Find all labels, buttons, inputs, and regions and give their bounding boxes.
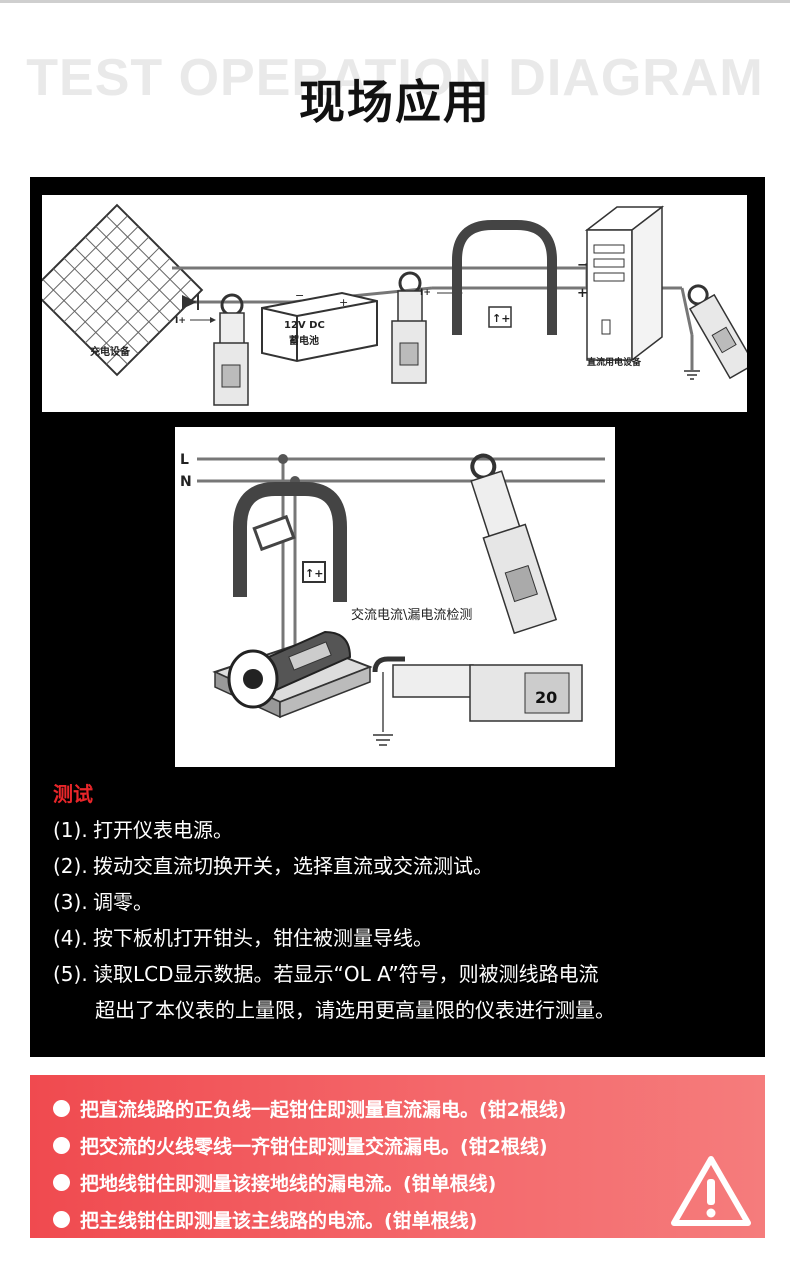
notes-panel	[30, 1075, 765, 1238]
test-steps: (1). 打开仪表电源。 (2). 拨动交直流切换开关，选择直流或交流测试。 (…	[53, 812, 753, 1028]
step-item: (5). 读取LCD显示数据。若显示“OL A”符号，则被测线路电流	[53, 956, 753, 992]
label-badge: ↑+	[305, 567, 323, 580]
ac-leakage-diagram: L N ↑+ 交流电流\漏电流检测	[175, 427, 615, 767]
motor-icon	[212, 630, 373, 719]
dc-application-diagram: 充电设备 I+ 12V DC	[30, 195, 756, 412]
clamp-meter-icon	[372, 656, 583, 722]
step-number: (4).	[53, 926, 88, 950]
step-text: 调零。	[93, 890, 153, 914]
bullet-dot-icon	[53, 1100, 70, 1117]
clamp-jaw-icon	[233, 482, 347, 602]
note-item: 把交流的火线零线一齐钳住即测量交流漏电。(钳2根线)	[53, 1127, 673, 1164]
step-item: (1). 打开仪表电源。	[53, 812, 753, 848]
clamp-meter-icon	[213, 293, 249, 406]
clamp-jaw-icon	[452, 220, 557, 335]
step-text: 拨动交直流切换开关，选择直流或交流测试。	[93, 854, 493, 878]
label-line-n: N	[180, 474, 192, 490]
label-arrow-badge: ↑+	[492, 312, 510, 325]
label-dc-device: 直流用电设备	[587, 356, 642, 368]
solar-panel-icon	[30, 203, 204, 377]
lcd-value: 20	[535, 688, 557, 707]
label-plus-2: +	[577, 286, 588, 301]
label-current-b: I+	[420, 288, 431, 298]
note-item: 把主线钳住即测量该主线路的电流。(钳单根线)	[53, 1201, 673, 1238]
label-battery-voltage: 12V DC	[284, 320, 325, 331]
clamp-meter-icon	[391, 271, 427, 384]
test-heading: 测试	[53, 782, 93, 806]
background-title: TEST OPERATION DIAGRAM	[26, 49, 764, 107]
step-text: 按下板机打开钳头，钳住被测量导线。	[93, 926, 433, 950]
clamp-meter-icon	[470, 453, 558, 635]
step-text-continued: 超出了本仪表的上量限，请选用更高量限的仪表进行测量。	[95, 998, 615, 1022]
page-title: 现场应用	[299, 75, 491, 129]
label-plus-1: +	[339, 296, 348, 309]
bullet-dot-icon	[53, 1137, 70, 1154]
step-number: (1).	[53, 818, 88, 842]
top-divider	[0, 0, 790, 3]
label-minus: −	[295, 289, 304, 302]
computer-tower-icon	[584, 205, 665, 362]
note-item: 把直流线路的正负线一起钳住即测量直流漏电。(钳2根线)	[53, 1090, 673, 1127]
clamp-meter-icon	[687, 284, 756, 380]
label-line-l: L	[180, 452, 189, 468]
bullet-dot-icon	[53, 1174, 70, 1191]
note-item: 把地线钳住即测量该接地线的漏电流。(钳单根线)	[53, 1164, 673, 1201]
note-text: 把直流线路的正负线一起钳住即测量直流漏电。(钳2根线)	[80, 1099, 567, 1121]
diagram-caption: 交流电流\漏电流检测	[351, 607, 472, 623]
step-number: (2).	[53, 854, 88, 878]
note-text: 把主线钳住即测量该主线路的电流。(钳单根线)	[80, 1210, 478, 1232]
step-item: (3). 调零。	[53, 884, 753, 920]
warning-triangle-icon	[671, 1156, 751, 1226]
label-current-a: I+	[175, 316, 186, 326]
ground-icon	[684, 370, 700, 380]
step-text: 读取LCD显示数据。若显示“OL A”符号，则被测线路电流	[93, 962, 599, 986]
diode-icon	[182, 294, 199, 310]
step-item: (2). 拨动交直流切换开关，选择直流或交流测试。	[53, 848, 753, 884]
label-battery: 蓄电池	[289, 334, 319, 347]
label-charging: 充电设备	[90, 345, 131, 358]
ground-icon	[373, 734, 393, 746]
step-number: (3).	[53, 890, 88, 914]
notes-list: 把直流线路的正负线一起钳住即测量直流漏电。(钳2根线) 把交流的火线零线一齐钳住…	[53, 1090, 673, 1238]
battery-icon	[261, 291, 378, 363]
step-item: (4). 按下板机打开钳头，钳住被测量导线。	[53, 920, 753, 956]
bullet-dot-icon	[53, 1211, 70, 1228]
label-minus-2: −	[577, 258, 588, 273]
note-text: 把交流的火线零线一齐钳住即测量交流漏电。(钳2根线)	[80, 1136, 548, 1158]
step-number: (5).	[53, 962, 88, 986]
step-text: 打开仪表电源。	[93, 818, 233, 842]
note-text: 把地线钳住即测量该接地线的漏电流。(钳单根线)	[80, 1173, 497, 1195]
